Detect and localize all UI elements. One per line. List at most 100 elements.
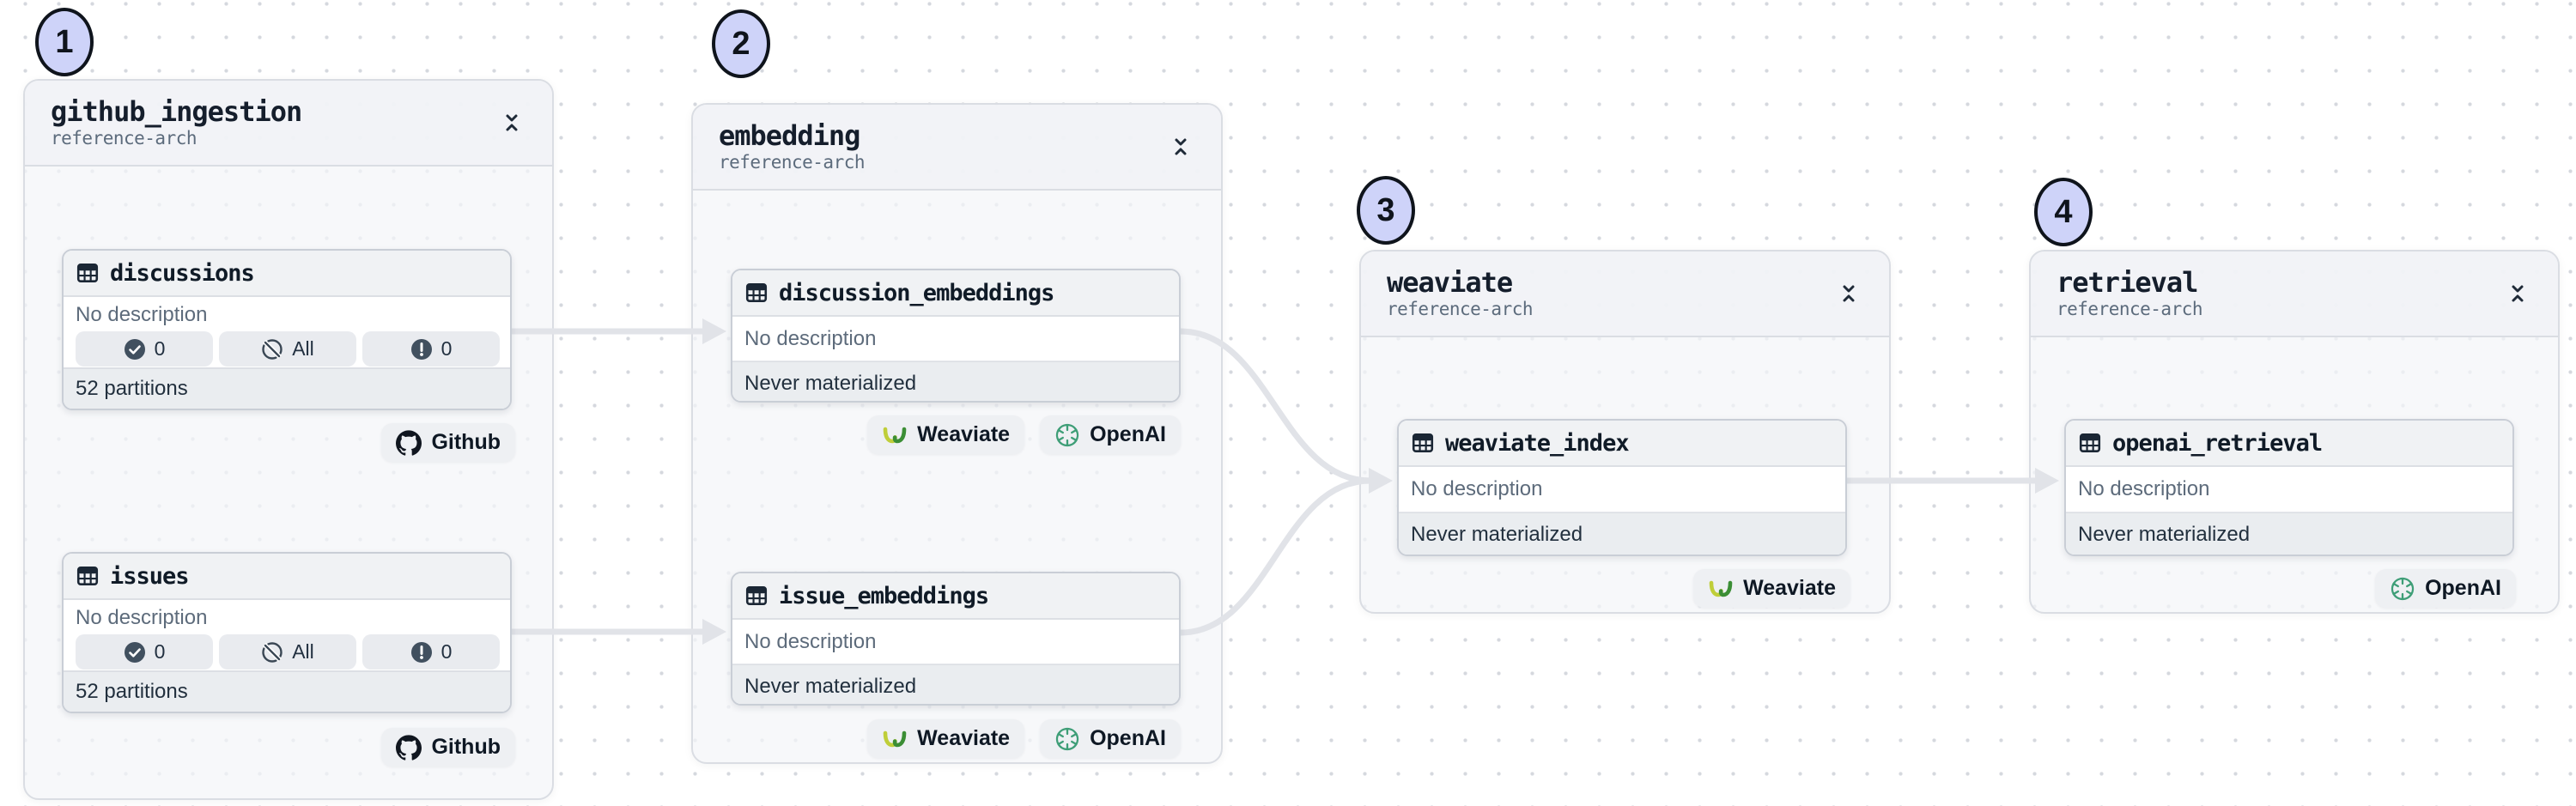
group-header[interactable]: embedding reference-arch [693,105,1221,191]
partition-status-row: 0 All 0 [64,329,510,367]
kind-badges-issues: Github [381,728,515,767]
weaviate-icon [1708,579,1734,599]
asset-partitions-footer: 52 partitions [64,367,510,409]
kind-label: OpenAI [1090,422,1166,446]
partitions-missing-pill[interactable]: All [219,331,356,367]
asset-name: issue_embeddings [779,582,989,609]
table-icon [1411,431,1435,455]
kind-badges-openai-retrieval: OpenAI [2375,569,2516,608]
asset-description: No description [64,600,510,632]
pill-label: 0 [154,640,166,663]
asset-name: issues [110,562,190,590]
check-circle-icon [123,640,146,664]
group-title: weaviate [1387,266,1513,300]
kind-badge-openai[interactable]: OpenAI [2375,569,2516,608]
group-subtitle: reference-arch [2057,298,2203,319]
kind-badge-github[interactable]: Github [381,728,515,767]
group-subtitle: reference-arch [51,127,197,148]
table-icon [76,261,100,285]
kind-badge-weaviate[interactable]: Weaviate [867,719,1025,758]
asset-node-issue-embeddings[interactable]: issue_embeddings No description Never ma… [731,572,1181,706]
asset-description: No description [732,317,1179,361]
asset-node-openai-retrieval[interactable]: openai_retrieval No description Never ma… [2064,419,2514,556]
asset-header: discussion_embeddings [732,270,1179,317]
partitions-missing-pill[interactable]: All [219,634,356,670]
pill-label: 0 [440,640,453,663]
partitions-failed-pill[interactable]: 0 [362,331,500,367]
kind-badge-weaviate[interactable]: Weaviate [867,415,1025,454]
asset-description: No description [64,297,510,329]
edge-issue-embeddings-to-weaviate-index [1180,477,1371,636]
circle-off-icon [261,338,283,361]
kind-label: Github [431,430,501,454]
openai-icon [1054,421,1081,448]
asset-description: No description [1399,467,1845,512]
arrowhead-icon [1369,468,1393,494]
openai-icon [2390,575,2416,602]
partitions-failed-pill[interactable]: 0 [362,634,500,670]
group-header[interactable]: retrieval reference-arch [2031,251,2558,337]
table-icon [744,281,769,305]
github-icon [396,429,422,456]
partitions-materialized-pill[interactable]: 0 [76,331,213,367]
github-icon [396,734,422,761]
asset-header: issues [64,554,510,600]
step-marker-2: 2 [712,9,770,78]
table-icon [76,564,100,588]
pill-label: All [292,337,314,360]
asset-name: discussion_embeddings [779,279,1054,306]
kind-badge-weaviate[interactable]: Weaviate [1693,569,1850,608]
group-subtitle: reference-arch [1387,298,1534,319]
arrowhead-icon [702,318,726,344]
step-marker-3: 3 [1357,176,1415,245]
kind-badge-openai[interactable]: OpenAI [1040,415,1181,454]
kind-label: Weaviate [917,726,1011,750]
circle-off-icon [261,641,283,664]
partitions-materialized-pill[interactable]: 0 [76,634,213,670]
asset-status-footer: Never materialized [732,664,1179,704]
asset-header: discussions [64,251,510,297]
step-number: 4 [2054,193,2073,230]
asset-header: openai_retrieval [2066,421,2512,467]
asset-header: weaviate_index [1399,421,1845,467]
group-header[interactable]: weaviate reference-arch [1361,251,1889,337]
asset-node-discussions[interactable]: discussions No description 0 All 0 52 pa… [62,249,512,410]
asset-name: openai_retrieval [2112,429,2323,457]
asset-status-footer: Never materialized [732,361,1179,401]
weaviate-icon [882,425,908,445]
asset-description: No description [732,620,1179,664]
kind-label: Weaviate [1743,576,1836,600]
pill-label: All [292,640,314,663]
alert-circle-icon [410,337,433,361]
step-marker-4: 4 [2034,178,2093,246]
kind-badges-issue-embeddings: Weaviate OpenAI [867,719,1181,758]
asset-partitions-footer: 52 partitions [64,670,510,712]
arrowhead-icon [2035,468,2059,494]
partition-status-row: 0 All 0 [64,632,510,670]
asset-node-discussion-embeddings[interactable]: discussion_embeddings No description Nev… [731,269,1181,403]
asset-header: issue_embeddings [732,573,1179,620]
step-marker-1: 1 [35,8,94,76]
asset-node-issues[interactable]: issues No description 0 All 0 52 partiti… [62,552,512,713]
asset-node-weaviate-index[interactable]: weaviate_index No description Never mate… [1397,419,1847,556]
arrowhead-icon [702,619,726,645]
edge-discussion-embeddings-to-weaviate-index [1180,328,1371,484]
pill-label: 0 [440,337,453,360]
kind-label: Weaviate [917,422,1011,446]
check-circle-icon [123,337,146,361]
kind-badges-discussions: Github [381,423,515,462]
table-icon [744,584,769,608]
kind-label: OpenAI [2425,576,2501,600]
kind-label: Github [431,735,501,759]
openai-icon [1054,725,1081,752]
kind-badge-github[interactable]: Github [381,423,515,462]
step-number: 2 [732,25,750,62]
group-title: retrieval [2057,266,2198,300]
kind-badge-openai[interactable]: OpenAI [1040,719,1181,758]
group-subtitle: reference-arch [719,151,866,173]
asset-description: No description [2066,467,2512,512]
group-header[interactable]: github_ingestion reference-arch [25,81,552,167]
kind-label: OpenAI [1090,726,1166,750]
